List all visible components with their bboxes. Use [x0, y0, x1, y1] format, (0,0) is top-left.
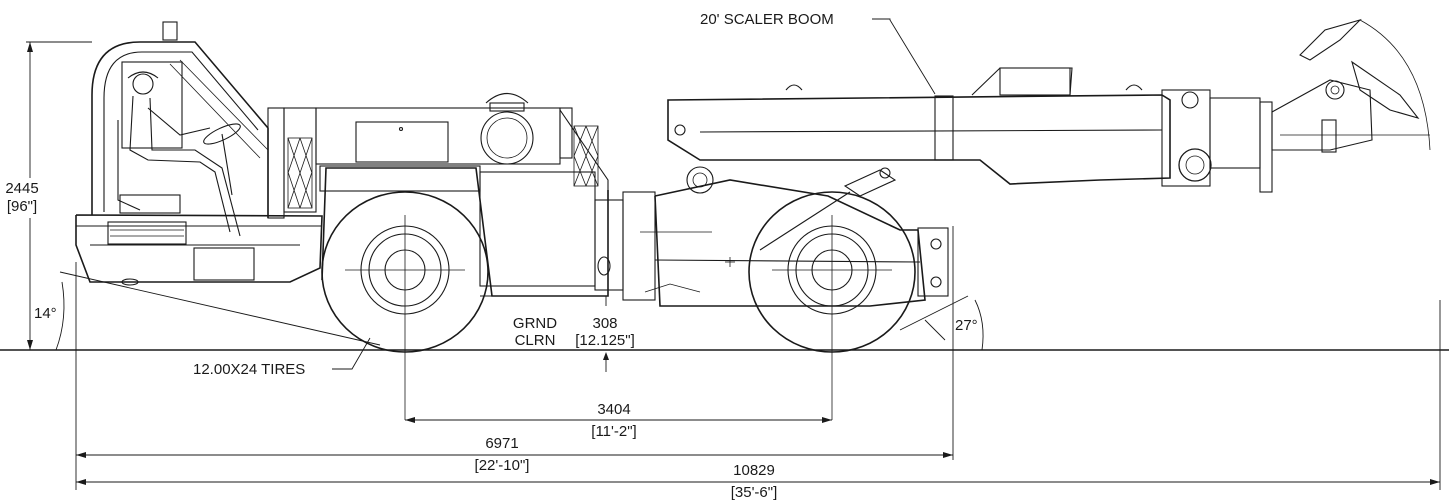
front-wheel — [321, 191, 489, 420]
height-mm-text: 2445 — [5, 180, 38, 197]
scaler-boom — [667, 18, 1431, 251]
overall-in-text: [35'-6"] — [731, 484, 778, 501]
boom-label: 20' SCALER BOOM — [700, 11, 834, 28]
clearance-title-1: GRND — [513, 315, 557, 332]
ground-clearance-dimension: GRND CLRN 308 [12.125"] — [513, 296, 635, 372]
overall-length-dimension: 10829 [35'-6"] — [76, 300, 1441, 501]
clearance-title-2: CLRN — [515, 332, 556, 349]
tires-label: 12.00X24 TIRES — [193, 361, 305, 378]
rear-wheel — [748, 191, 916, 420]
boom-callout: 20' SCALER BOOM — [700, 11, 936, 95]
wheelbase-dimension: 3404 [11'-2"] — [405, 401, 832, 440]
height-dimension: 2445 [96"] — [5, 41, 92, 350]
chassis-in-text: [22'-10"] — [475, 457, 530, 474]
chassis-length-dimension: 6971 [22'-10"] — [75, 226, 954, 490]
wheelbase-mm-text: 3404 — [597, 401, 630, 418]
approach-angle-dimension: 14° — [34, 271, 381, 351]
height-in-text: [96"] — [7, 198, 37, 215]
clearance-mm-text: 308 — [592, 315, 617, 332]
chassis — [75, 92, 624, 297]
tires-callout: 12.00X24 TIRES — [193, 337, 371, 378]
chassis-mm-text: 6971 — [485, 435, 518, 452]
overall-mm-text: 10829 — [733, 462, 775, 479]
operator-figure — [117, 71, 241, 237]
departure-angle-text: 27° — [955, 317, 978, 334]
clearance-in-text: [12.125"] — [575, 332, 635, 349]
departure-angle-dimension: 27° — [899, 295, 984, 351]
wheelbase-in-text: [11'-2"] — [591, 423, 636, 440]
rear-chassis — [597, 166, 949, 307]
approach-angle-text: 14° — [34, 305, 57, 322]
